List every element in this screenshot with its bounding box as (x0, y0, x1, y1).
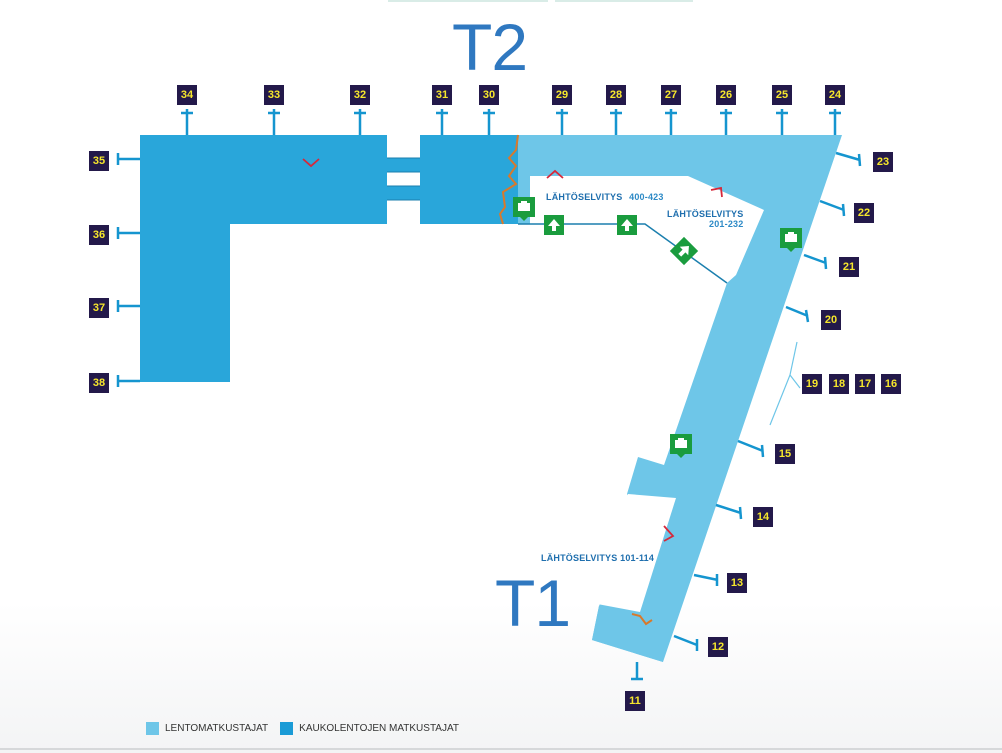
legend-label-long-haul: KAUKOLENTOJEN MATKUSTAJAT (299, 723, 460, 734)
top-tab-edge (388, 0, 548, 2)
checkin-label-t1: LÄHTÖSELVITYS 101-114 (541, 553, 655, 563)
security-mark (710, 186, 723, 198)
t1-area (592, 606, 663, 662)
map-legend: LENTOMATKUSTAJAT KAUKOLENTOJEN MATKUSTAJ… (146, 722, 471, 735)
legend-item-long-haul: KAUKOLENTOJEN MATKUSTAJAT (280, 722, 459, 735)
gate-22[interactable]: 22 (854, 203, 874, 223)
bus-gate-path (769, 341, 798, 426)
gate-28[interactable]: 28 (606, 85, 626, 105)
top-tab-edge (555, 0, 693, 2)
passport-control-line (498, 134, 519, 225)
gate-11[interactable]: 11 (625, 691, 645, 711)
t1-checkin-hall (592, 494, 676, 612)
gate-23[interactable]: 23 (873, 152, 893, 172)
gate-31[interactable]: 31 (432, 85, 452, 105)
gate-24[interactable]: 24 (825, 85, 845, 105)
gate-18[interactable]: 18 (829, 374, 849, 394)
checkin-text: LÄHTÖSELVITYS (546, 192, 623, 202)
gate-25[interactable]: 25 (772, 85, 792, 105)
gate-20[interactable]: 20 (821, 310, 841, 330)
gate-27[interactable]: 27 (661, 85, 681, 105)
gate-34[interactable]: 34 (177, 85, 197, 105)
gate-13[interactable]: 13 (727, 573, 747, 593)
legend-item-short-haul: LENTOMATKUSTAJAT (146, 722, 268, 735)
checkin-text: LÄHTÖSELVITYS (667, 209, 744, 219)
security-mark (546, 169, 564, 179)
short-haul-area (518, 135, 842, 662)
passport-control-line (631, 613, 653, 626)
checkin-label-t2-side: LÄHTÖSELVITYS 201-232 (667, 209, 743, 229)
connector-lines (387, 157, 420, 201)
gate-36[interactable]: 36 (89, 225, 109, 245)
gate-30[interactable]: 30 (479, 85, 499, 105)
gate-15[interactable]: 15 (775, 444, 795, 464)
legend-swatch-long-haul (280, 722, 294, 735)
gate-33[interactable]: 33 (264, 85, 284, 105)
legend-label-short-haul: LENTOMATKUSTAJAT (165, 723, 269, 734)
gate-37[interactable]: 37 (89, 298, 109, 318)
security-mark (302, 158, 320, 168)
gate-17[interactable]: 17 (855, 374, 875, 394)
t2-checkin-hall (530, 176, 764, 283)
gate-29[interactable]: 29 (552, 85, 572, 105)
gate-16[interactable]: 16 (881, 374, 901, 394)
checkin-range: 201-232 (709, 219, 744, 229)
terminal-1-label: T1 (495, 566, 571, 640)
gate-35[interactable]: 35 (89, 151, 109, 171)
terminal-2-label: T2 (452, 10, 528, 84)
gate-26[interactable]: 26 (716, 85, 736, 105)
gate-stubs (116, 109, 862, 681)
gate-14[interactable]: 14 (753, 507, 773, 527)
checkin-label-t2-main: LÄHTÖSELVITYS 400-423 (546, 192, 664, 202)
checkin-range: 400-423 (629, 192, 664, 202)
long-haul-area (140, 135, 518, 382)
connector-gap (387, 172, 420, 186)
gate-21[interactable]: 21 (839, 257, 859, 277)
security-mark (663, 525, 675, 542)
legend-swatch-short-haul (146, 722, 159, 735)
bus-gate-path (789, 374, 801, 389)
gate-19[interactable]: 19 (802, 374, 822, 394)
gate-12[interactable]: 12 (708, 637, 728, 657)
gate-38[interactable]: 38 (89, 373, 109, 393)
gate-32[interactable]: 32 (350, 85, 370, 105)
footer-divider (0, 748, 1002, 750)
